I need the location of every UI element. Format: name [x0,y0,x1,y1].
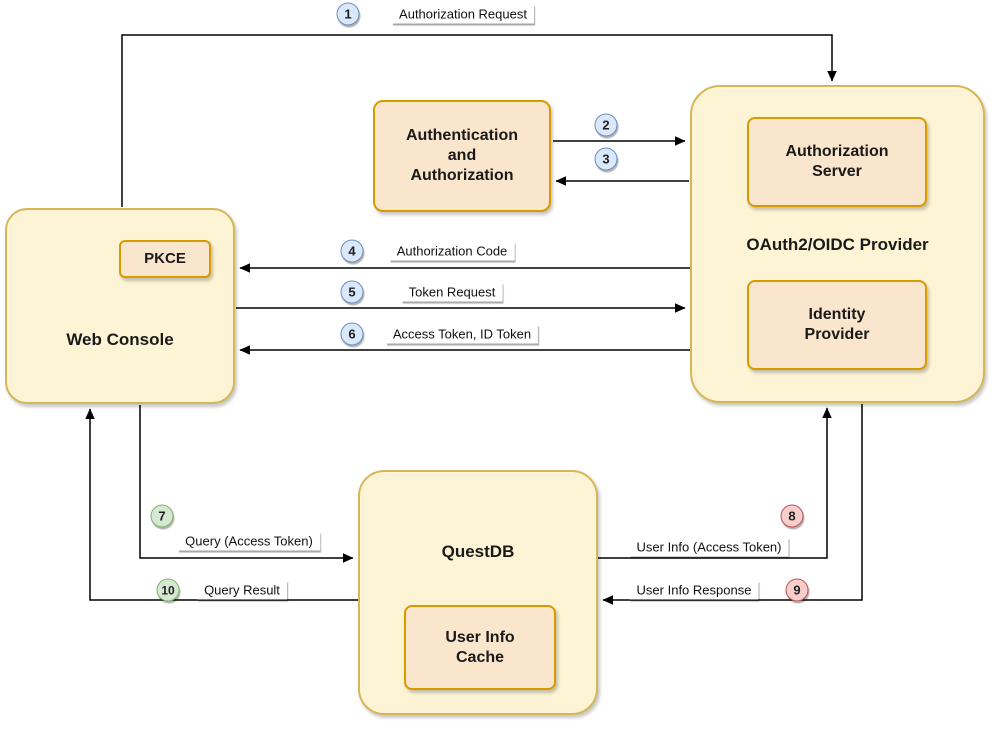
authorization-server-label: Authorization Server [785,143,889,180]
node-authorization-server: Authorization Server [747,117,927,207]
node-authentication-authorization: Authentication and Authorization [373,100,551,212]
step-10-label: Query Result [197,580,287,600]
arrow-step-8 [598,407,832,559]
pkce-label: PKCE [144,249,186,267]
node-pkce: PKCE [119,240,211,278]
identity-provider-label: Identity Provider [804,306,870,343]
arrow-step-10 [85,408,358,601]
step-6-label: Access Token, ID Token [385,324,539,344]
step-7-label: Query (Access Token) [178,531,320,551]
web-console-title: Web Console [66,330,174,349]
oauth-provider-title: OAuth2/OIDC Provider [746,235,929,254]
node-user-info-cache: User Info Cache [404,605,556,690]
step-1-badge: 1 [336,2,360,26]
arrow-step-9 [602,404,863,605]
step-4-badge: 4 [340,239,364,263]
step-4-label: Authorization Code [389,241,515,261]
user-info-cache-label: User Info Cache [445,628,515,666]
step-3-badge: 3 [594,147,618,171]
authentication-authorization-label: Authentication and Authorization [406,127,518,184]
step-10-badge: 10 [156,578,180,602]
step-7-badge: 7 [150,504,174,528]
step-5-badge: 5 [340,280,364,304]
step-5-label: Token Request [401,282,503,302]
step-9-badge: 9 [785,578,809,602]
step-1-label: Authorization Request [392,4,534,24]
step-9-label: User Info Response [629,580,759,600]
node-identity-provider: Identity Provider [747,280,927,370]
step-6-badge: 6 [340,322,364,346]
questdb-title: QuestDB [441,542,515,561]
node-web-console: PKCE Web Console [5,208,235,404]
step-8-label: User Info (Access Token) [629,537,789,557]
step-8-badge: 8 [780,504,804,528]
node-oauth-provider: Authorization Server OAuth2/OIDC Provide… [690,85,985,403]
node-questdb: QuestDB User Info Cache [358,470,598,715]
step-2-badge: 2 [594,113,618,137]
